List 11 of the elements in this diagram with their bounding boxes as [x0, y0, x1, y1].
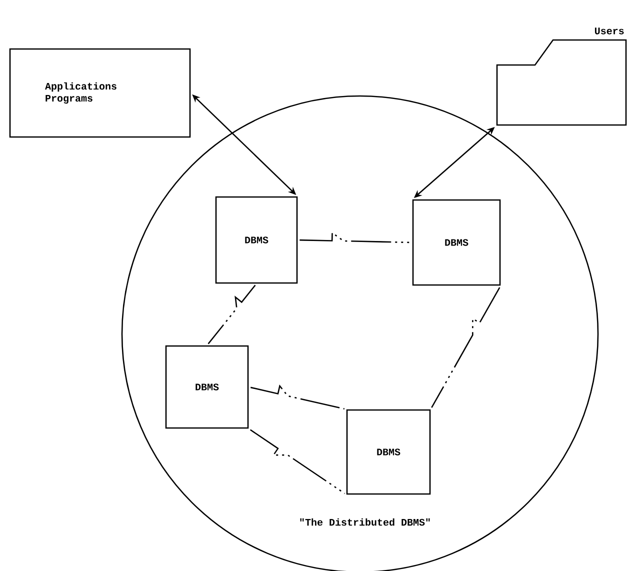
- program-box: Applications Programs: [9, 48, 191, 138]
- link-line: [250, 384, 345, 410]
- dbms-box: DBMS: [346, 409, 431, 495]
- dbms-box: DBMS: [412, 199, 501, 286]
- link-line: [300, 232, 410, 244]
- dbms-box: DBMS: [215, 196, 298, 284]
- link-line: [431, 287, 500, 408]
- node-label: Users: [594, 28, 624, 34]
- link-line: [208, 284, 256, 344]
- dbms-box: DBMS: [165, 345, 249, 429]
- link-line: [250, 429, 346, 494]
